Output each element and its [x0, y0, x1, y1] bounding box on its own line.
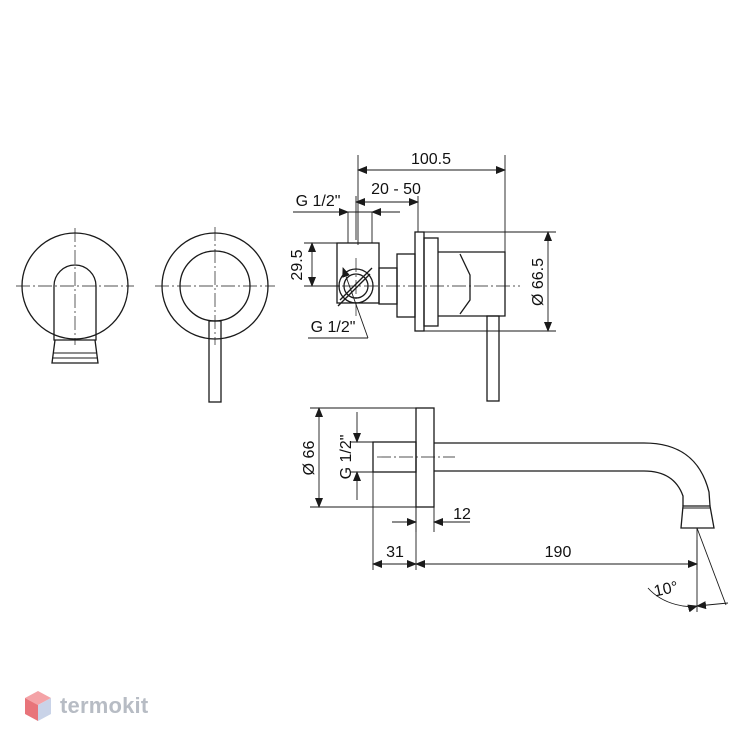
cube-logo-icon [25, 691, 51, 721]
label-body-depth: 31 [386, 544, 404, 561]
label-adjust-range: 20 - 50 [371, 181, 421, 198]
dimension-height-axis: 29.5 [289, 242, 340, 287]
mixer-side-view [320, 231, 520, 402]
dimension-spout-angle: 10° [647, 579, 729, 613]
dimension-spout-thread: G 1/2" [338, 412, 376, 500]
label-inlet-thread-bottom: G 1/2" [311, 319, 356, 336]
dimension-inlet-thread-top: G 1/2" [293, 193, 400, 243]
spout-front-view [16, 228, 134, 364]
brand-name: termokit [60, 693, 149, 718]
mixer-front-view [155, 227, 275, 403]
brand-logo[interactable]: termokit [24, 688, 148, 724]
label-spout-length: 190 [545, 544, 572, 561]
dimension-plate-diameter-mixer: Ø 66.5 [424, 231, 556, 332]
dimension-inlet-thread-bottom: G 1/2" [308, 267, 369, 339]
label-plate-diameter-mixer: Ø 66.5 [530, 258, 547, 306]
label-plate-thickness: 12 [453, 506, 471, 523]
label-spout-thread: G 1/2" [338, 435, 355, 480]
label-plate-diameter-spout: Ø 66 [301, 441, 318, 476]
dimension-adjust-range: 20 - 50 [355, 181, 421, 240]
dimension-body-depth: 31 [372, 472, 417, 570]
label-spout-angle: 10° [652, 579, 679, 601]
label-height-axis: 29.5 [289, 249, 306, 280]
dimension-plate-diameter-spout: Ø 66 [301, 407, 434, 508]
label-overall-depth: 100.5 [411, 151, 451, 168]
label-inlet-thread-top: G 1/2" [296, 193, 341, 210]
dimension-plate-thickness: 12 [392, 506, 471, 532]
dimension-spout-length: 190 [415, 540, 698, 570]
dimension-overall-depth: 100.5 [357, 151, 506, 252]
